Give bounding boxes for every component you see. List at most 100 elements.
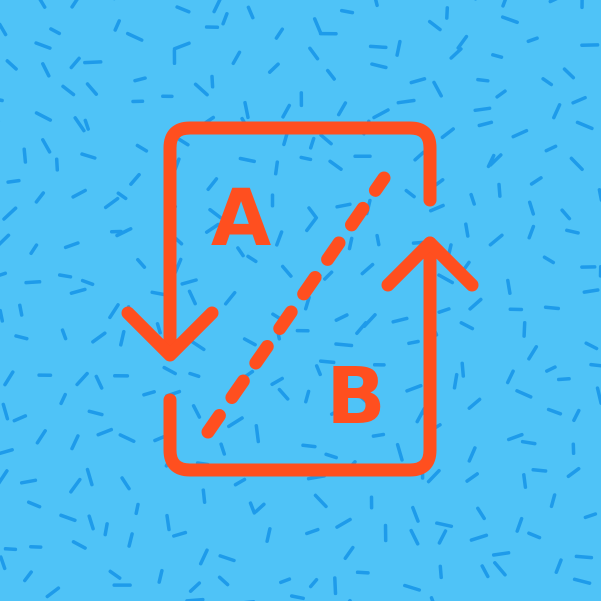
confetti-dash: [19, 478, 38, 485]
confetti-dash: [545, 365, 557, 373]
confetti-dash: [134, 502, 140, 516]
confetti-dash: [217, 575, 230, 587]
confetti-dash: [198, 548, 209, 566]
confetti-dash: [14, 334, 29, 341]
confetti-dash: [73, 116, 86, 133]
confetti-dash: [231, 50, 242, 66]
confetti-dash: [329, 406, 344, 416]
confetti-dash: [396, 98, 416, 105]
confetti-dash: [413, 150, 426, 162]
confetti-dash: [433, 178, 445, 187]
confetti-dash: [212, 0, 222, 14]
confetti-dash: [172, 41, 191, 51]
confetti-dash: [575, 120, 594, 131]
confetti-dash: [177, 137, 190, 147]
confetti-dash: [395, 442, 404, 462]
confetti-dash: [119, 329, 126, 347]
confetti-dash: [115, 227, 133, 238]
confetti-dash: [54, 157, 60, 172]
confetti-dash: [193, 82, 209, 97]
confetti-dash: [543, 305, 561, 311]
confetti-dash: [254, 423, 261, 444]
confetti-dash: [469, 533, 489, 542]
confetti-dash: [277, 387, 290, 401]
confetti-dash: [87, 409, 104, 417]
confetti-dash: [428, 203, 445, 213]
confetti-dash: [12, 414, 28, 423]
confetti-dash: [328, 159, 343, 171]
confetti-dash: [3, 547, 18, 552]
confetti-dash: [336, 101, 348, 117]
confetti-dash: [411, 505, 420, 523]
confetti-dash: [464, 222, 470, 238]
confetti-dash: [527, 531, 542, 540]
confetti-dash: [41, 62, 51, 78]
confetti-dash: [34, 111, 53, 122]
confetti-dash: [438, 564, 443, 580]
confetti-dash: [0, 98, 4, 103]
confetti-dash: [459, 321, 475, 331]
confetti-dash: [34, 191, 46, 204]
confetti-dash: [208, 207, 223, 220]
confetti-dash: [473, 106, 492, 113]
confetti-dash: [188, 581, 202, 593]
confetti-dash: [136, 257, 147, 269]
confetti-dash: [325, 68, 336, 81]
confetti-dash: [501, 0, 508, 8]
confetti-dash: [335, 202, 352, 209]
confetti-dash: [38, 0, 47, 9]
confetti-dash: [544, 144, 558, 153]
confetti-dash: [233, 477, 247, 487]
confetti-dash: [289, 594, 305, 601]
confetti-dash: [405, 383, 423, 393]
confetti-dash: [129, 172, 141, 186]
confetti-dash: [371, 432, 386, 438]
confetti-dash: [85, 82, 99, 96]
confetti-dash: [281, 103, 292, 119]
confetti-dash: [63, 241, 80, 250]
confetti-dash: [270, 376, 284, 387]
confetti-dash: [180, 278, 198, 286]
confetti-dash: [71, 188, 87, 199]
confetti-dash: [506, 432, 524, 442]
confetti-dash: [2, 206, 18, 221]
confetti-dash: [318, 359, 336, 365]
confetti-dash: [113, 19, 121, 32]
confetti-dash: [437, 273, 455, 285]
confetti-dash: [83, 60, 103, 65]
confetti-dash: [274, 27, 285, 40]
confetti-dash: [313, 493, 328, 509]
confetti-dash: [527, 345, 539, 361]
confetti-dash: [584, 341, 599, 351]
confetti-dash: [218, 554, 236, 563]
confetti-dash: [375, 233, 381, 247]
confetti-dash: [476, 77, 490, 83]
confetti-dash: [432, 80, 443, 98]
confetti-dash: [437, 307, 451, 314]
confetti-dash: [339, 8, 355, 15]
confetti-dash: [5, 59, 18, 71]
confetti-dash: [308, 46, 320, 61]
confetti-dash: [445, 6, 450, 20]
confetti-dash: [18, 303, 24, 317]
confetti-dash: [188, 371, 201, 379]
confetti-dash: [59, 513, 77, 523]
confetti-dash: [243, 100, 250, 120]
confetti-dash: [80, 278, 95, 287]
confetti-dash: [187, 289, 197, 306]
confetti-dash: [150, 290, 167, 297]
confetti-dash: [83, 118, 90, 131]
confetti-dash: [165, 513, 171, 532]
confetti-dash: [0, 469, 9, 485]
confetti-dash: [34, 41, 52, 50]
confetti-dash: [125, 31, 144, 42]
confetti-dash: [41, 138, 52, 154]
confetti-dash: [69, 477, 82, 494]
confetti-dash: [116, 191, 128, 201]
label-a: A: [211, 174, 271, 264]
confetti-dash: [96, 427, 114, 437]
confetti-dash: [527, 224, 536, 240]
confetti-dash: [307, 206, 318, 219]
confetti-dash: [403, 583, 422, 592]
